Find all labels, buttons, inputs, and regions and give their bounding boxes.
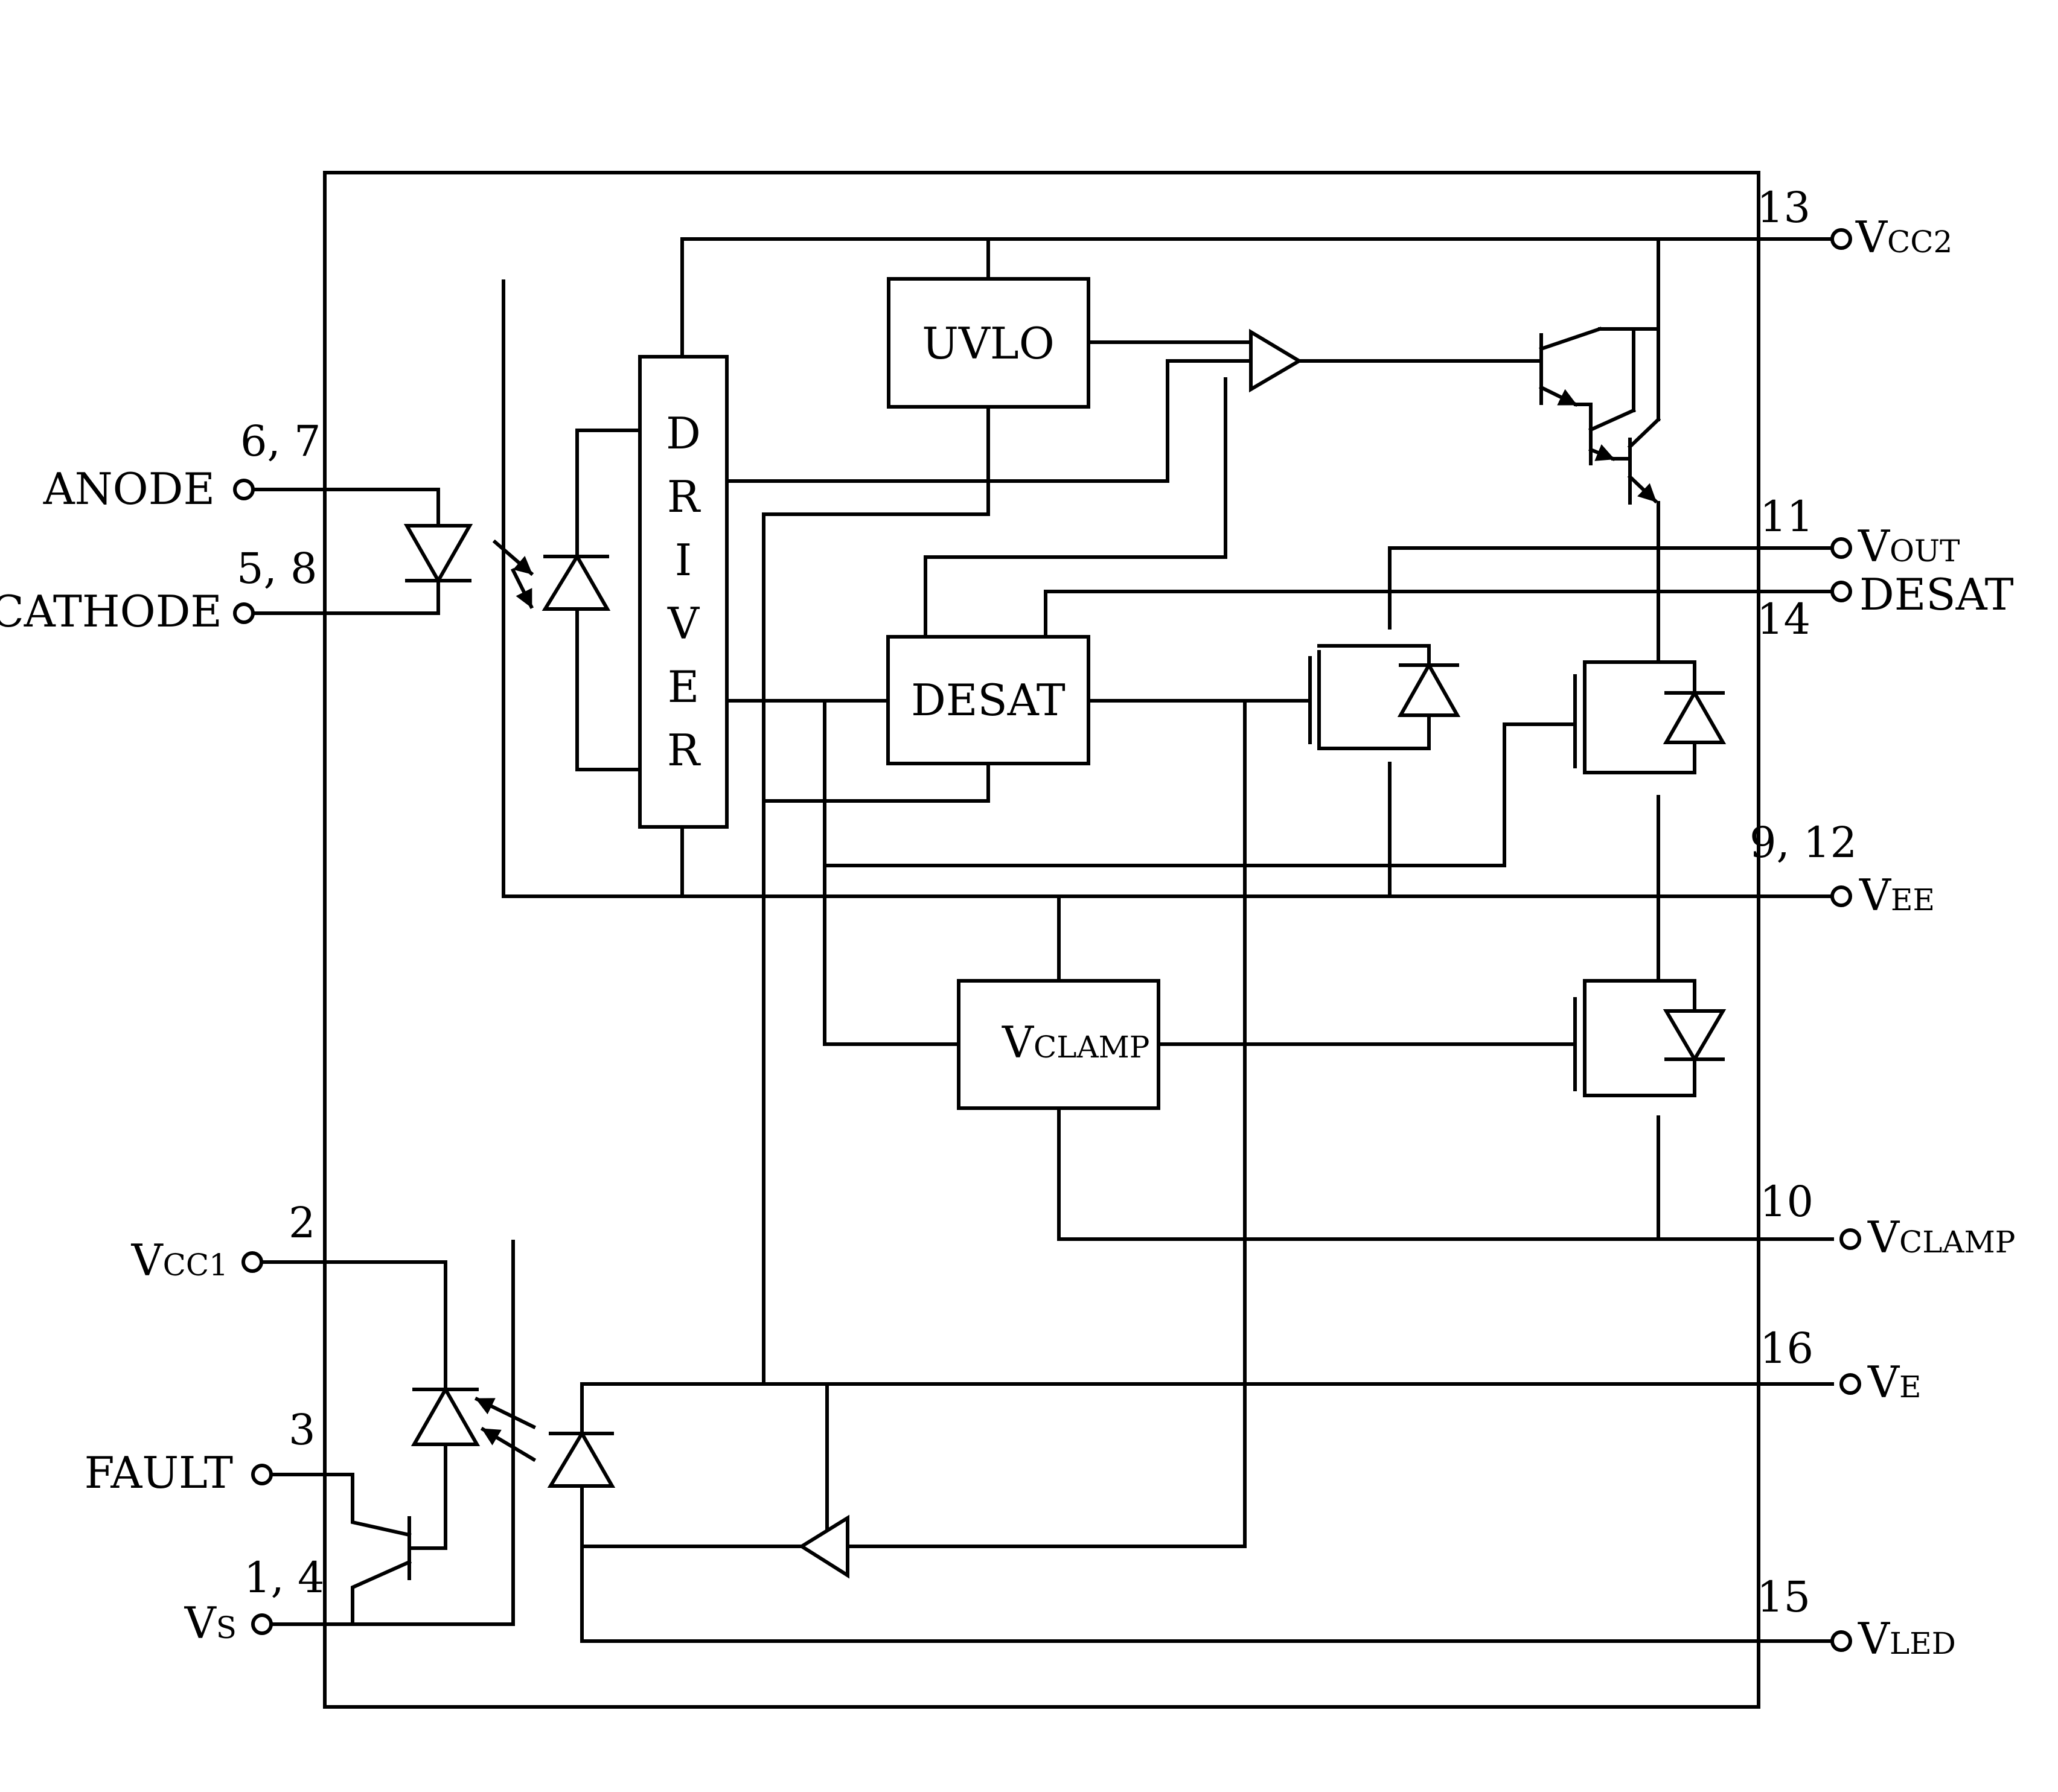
fault-photodiode-symbol — [547, 1430, 616, 1488]
pin-vled-number: 15 — [1757, 1572, 1810, 1622]
pin-vee-terminal — [1830, 885, 1852, 907]
pin-vs-name: VS — [184, 1598, 237, 1648]
desat-block-label: DESAT — [911, 675, 1066, 725]
pin-anode-number: 6, 7 — [240, 416, 321, 466]
pin-vclamp-name: VCLAMP — [1867, 1212, 2015, 1263]
pin-desat-terminal — [1830, 581, 1852, 602]
pin-vs-number: 1, 4 — [244, 1553, 325, 1602]
pin-ve-name: VE — [1867, 1357, 1922, 1408]
pin-vclamp-terminal — [1839, 1228, 1861, 1250]
fault-light-arrows — [474, 1396, 537, 1462]
pin-vcc2-name: VCC2 — [1855, 212, 1952, 263]
output-mosfet-symbol — [1573, 660, 1727, 774]
pin-desat-name: DESAT — [1859, 569, 2014, 620]
led-light-arrows — [492, 539, 534, 610]
pin-vled-terminal — [1830, 1630, 1852, 1652]
driver-letter: R — [667, 725, 701, 776]
pin-anode-name: ANODE — [43, 464, 215, 514]
uvlo-block — [887, 277, 1090, 409]
pin-vcc2-number: 13 — [1757, 183, 1810, 232]
pin-fault-terminal — [251, 1464, 273, 1485]
pin-fault-number: 3 — [289, 1405, 316, 1455]
pin-vcc1-terminal — [241, 1251, 263, 1273]
pin-vout-terminal — [1830, 537, 1852, 559]
pin-vcc2-terminal — [1830, 228, 1852, 250]
pin-vcc1-number: 2 — [289, 1198, 316, 1248]
desat-mosfet-symbol — [1308, 644, 1461, 750]
pin-vee-name: VEE — [1859, 870, 1935, 920]
pin-vout-name: VOUT — [1858, 521, 1960, 572]
driver-letter: V — [667, 598, 700, 649]
uvlo-label: UVLO — [922, 318, 1055, 369]
vclamp-block-label: VCLAMP — [1002, 1017, 1149, 1068]
pin-vs-terminal — [251, 1613, 273, 1635]
desat-block — [886, 635, 1090, 765]
pin-anode-terminal — [233, 479, 255, 500]
pin-ve-number: 16 — [1760, 1324, 1814, 1373]
clamp-mosfet-symbol — [1573, 979, 1727, 1097]
fault-buffer-symbol — [798, 1514, 849, 1579]
comparator-symbol — [1249, 328, 1303, 393]
driver-letters: D R I V E R — [666, 408, 701, 776]
pin-vee-number: 9, 12 — [1750, 818, 1857, 867]
package-outline — [323, 171, 1760, 1709]
driver-letter: D — [666, 408, 701, 459]
driver-letter: I — [675, 535, 692, 585]
fault-led-symbol — [411, 1385, 481, 1446]
pin-desat-number: 14 — [1757, 595, 1810, 644]
pin-ve-terminal — [1839, 1373, 1861, 1395]
pin-cathode-number: 5, 8 — [237, 544, 318, 593]
darlington-transistor-symbol — [1538, 327, 1661, 505]
receive-photodiode-symbol — [542, 553, 611, 611]
input-led-symbol — [403, 524, 473, 585]
pin-vout-number: 11 — [1760, 492, 1814, 541]
pin-vled-name: VLED — [1858, 1613, 1956, 1664]
driver-letter: E — [668, 662, 700, 712]
pin-fault-name: FAULT — [85, 1447, 233, 1498]
driver-block — [638, 355, 729, 829]
pin-vclamp-number: 10 — [1760, 1177, 1814, 1226]
pin-cathode-terminal — [233, 602, 255, 624]
pin-vcc1-name: VCC1 — [131, 1235, 228, 1286]
pin-cathode-name: CATHODE — [0, 586, 222, 637]
vclamp-block — [957, 979, 1160, 1110]
driver-letter: R — [667, 471, 701, 522]
